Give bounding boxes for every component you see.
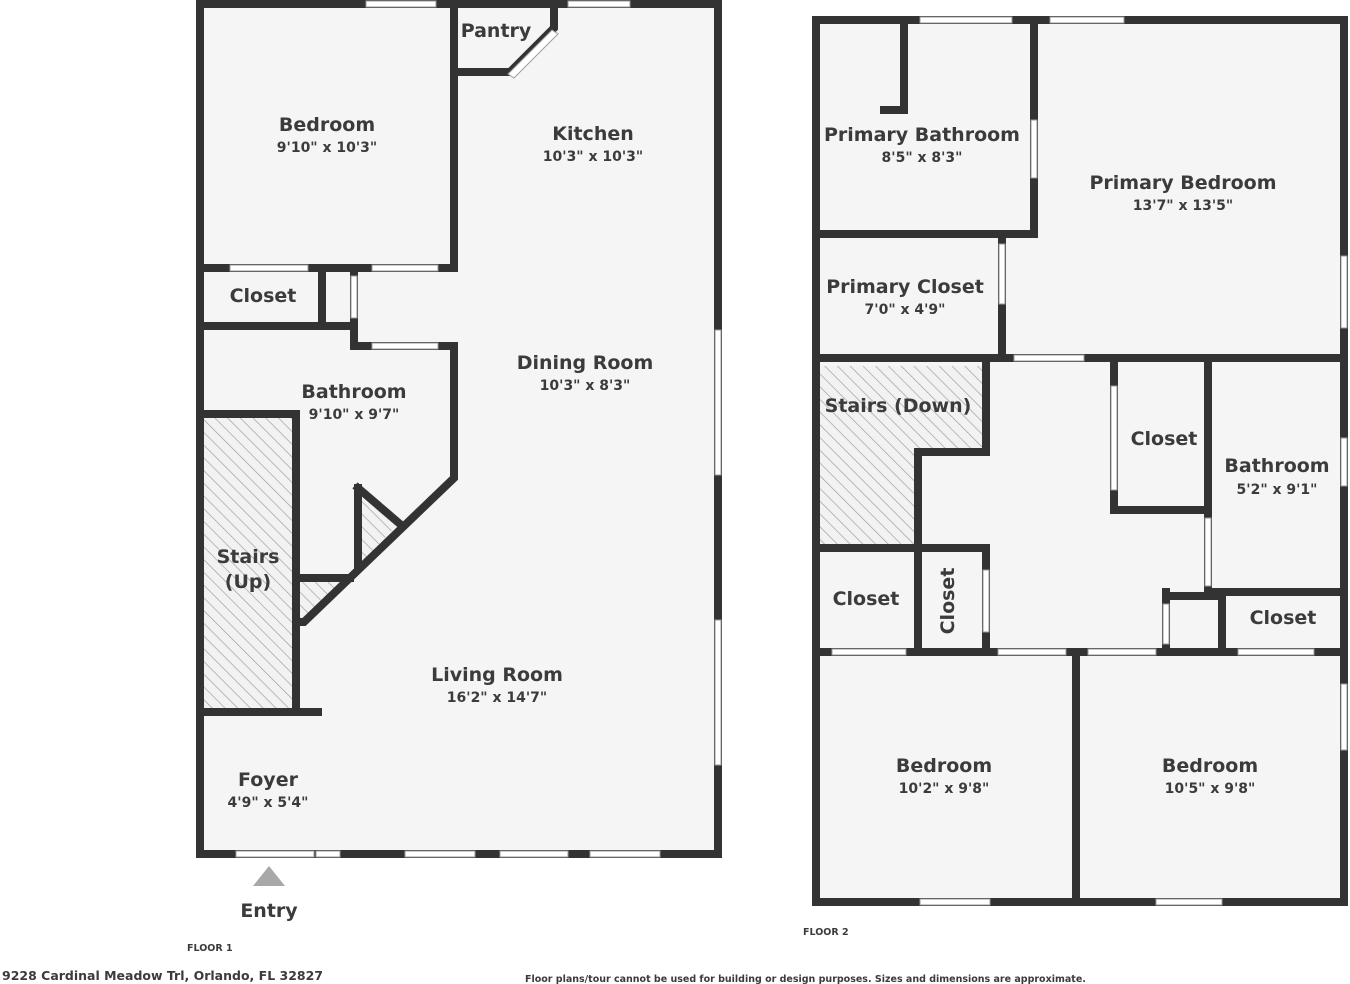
dining-room-dims: 10'3" x 8'3" [540, 378, 631, 394]
window [365, 0, 437, 8]
bathroom-2-dims: 5'2" x 9'1" [1237, 482, 1318, 498]
door-opening [1030, 119, 1038, 179]
door-opening [1087, 648, 1157, 656]
window [1340, 683, 1348, 751]
bedroom-left-label: Bedroom [896, 755, 992, 777]
foyer-label: Foyer [238, 769, 299, 791]
primary-bedroom-label: Primary Bedroom [1089, 172, 1276, 194]
living-room-dims: 16'2" x 14'7" [447, 690, 547, 706]
door-opening [998, 243, 1006, 305]
bedroom-right-dims: 10'5" x 9'8" [1165, 781, 1256, 797]
stairs-up-hatch [204, 416, 293, 710]
pantry-door [507, 29, 559, 79]
primary-bedroom-dims: 13'7" x 13'5" [1133, 198, 1233, 214]
door-opening [350, 275, 358, 319]
entry-label: Entry [240, 900, 298, 922]
stairs-down-label: Stairs (Down) [825, 395, 972, 417]
primary-bathroom-dims: 8'5" x 8'3" [882, 150, 963, 166]
kitchen-dims: 10'3" x 10'3" [543, 149, 643, 165]
floor-2-plan: Primary Bathroom 8'5" x 8'3" Primary Bed… [803, 16, 1348, 938]
primary-closet-dims: 7'0" x 4'9" [865, 302, 946, 318]
hall-closet-label: Closet [1131, 428, 1198, 450]
window [714, 619, 722, 766]
disclaimer-text: Floor plans/tour cannot be used for buil… [525, 974, 1086, 984]
floor-1-caption: FLOOR 1 [187, 943, 233, 954]
door-opening [831, 648, 907, 656]
floor-1-plan: Entry Bedroom 9'10" x 10'3" Pantry Kitch… [187, 0, 722, 954]
bathroom-2-label: Bathroom [1224, 455, 1329, 477]
entry-door-opening [235, 850, 315, 858]
door-opening [371, 342, 439, 350]
entry-arrow-icon [253, 866, 285, 886]
window [404, 850, 476, 858]
closet-label: Closet [230, 285, 297, 307]
door-opening [1237, 648, 1315, 656]
stairs-up-label: Stairs [217, 546, 280, 568]
kitchen-label: Kitchen [552, 123, 634, 145]
door-opening [371, 264, 439, 272]
bathroom-label: Bathroom [301, 381, 406, 403]
bedroom-right-label: Bedroom [1162, 755, 1258, 777]
window [499, 850, 569, 858]
dining-room-label: Dining Room [517, 352, 654, 374]
window [1155, 898, 1223, 906]
door-opening [1204, 517, 1212, 587]
door-opening [1162, 603, 1170, 645]
bedroom-dims: 9'10" x 10'3" [277, 140, 377, 156]
window [1340, 255, 1348, 329]
window [919, 898, 991, 906]
primary-bathroom-label: Primary Bathroom [824, 124, 1020, 146]
floor-2-caption: FLOOR 2 [803, 927, 849, 938]
closet-left-label: Closet [833, 588, 900, 610]
primary-closet-label: Primary Closet [826, 276, 984, 298]
bedroom-left-dims: 10'2" x 9'8" [899, 781, 990, 797]
stairs-down-hatch [820, 366, 986, 546]
closet-vertical-label: Closet [937, 568, 959, 635]
living-room-label: Living Room [431, 664, 563, 686]
stair-closet-hatch-2 [360, 488, 398, 562]
door-opening [229, 264, 309, 272]
window [589, 850, 661, 858]
window [315, 850, 341, 858]
door-opening [1013, 354, 1085, 362]
closet-right-label: Closet [1250, 607, 1317, 629]
bathroom-dims: 9'10" x 9'7" [309, 407, 400, 423]
address-text: 9228 Cardinal Meadow Trl, Orlando, FL 32… [2, 968, 323, 983]
door-opening [997, 648, 1067, 656]
window [1340, 437, 1348, 487]
pantry-label: Pantry [461, 20, 532, 42]
foyer-dims: 4'9" x 5'4" [228, 795, 309, 811]
stairs-up-label-2: (Up) [225, 571, 271, 593]
window [919, 16, 1013, 24]
window [1049, 16, 1125, 24]
window [567, 0, 631, 8]
door-opening [1110, 385, 1118, 491]
window [714, 329, 722, 476]
bedroom-label: Bedroom [279, 114, 375, 136]
door-opening [982, 569, 990, 633]
